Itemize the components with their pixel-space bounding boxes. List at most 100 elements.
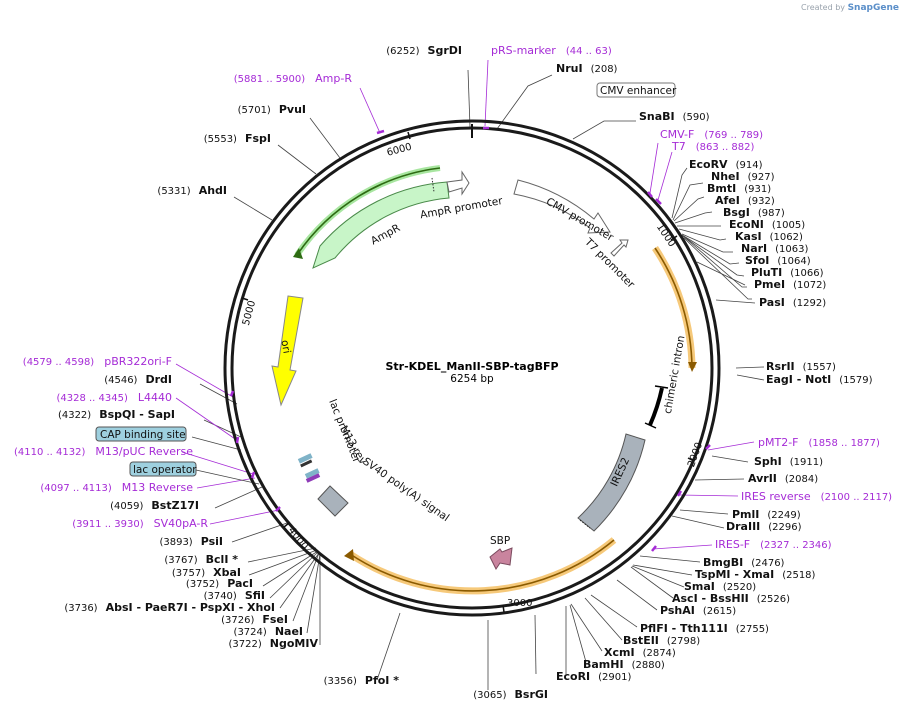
site-nhei: NheI(927)	[711, 170, 775, 183]
site-absi-paer7i-pspxi-xhoi: (3736)AbsI - PaeR7I - PspXI - XhoI	[64, 601, 275, 614]
site-pasi: PasI(1292)	[759, 296, 826, 309]
plasmid-name: Str-KDEL_ManII-SBP-tagBFP	[385, 360, 558, 373]
primer-m13-reverse: (4097 .. 4113)M13 Reverse	[40, 481, 193, 494]
site-bspqi-sapi: (4322)BspQI - SapI	[58, 408, 175, 421]
site-sfii: (3740)SfiI	[204, 589, 265, 602]
site-pshai: PshAI(2615)	[660, 604, 736, 617]
ampr-feature-arrow	[312, 181, 450, 269]
site-ngomiv: (3722)NgoMIV	[229, 637, 319, 650]
site-bmgbi: BmgBI(2476)	[703, 556, 785, 569]
site-pluti: PluTI(1066)	[751, 266, 824, 279]
primer-m13-puc-reverse: (4110 .. 4132)M13/pUC Reverse	[14, 445, 193, 458]
tick-6000: 6000	[386, 142, 413, 159]
site-bsrgi: (3065)BsrGI	[473, 688, 548, 701]
ori-feature-arrow	[271, 295, 304, 407]
backbone-outer-strand	[223, 119, 721, 617]
cap-binding-site-box	[95, 426, 187, 442]
site-smai: SmaI(2520)	[684, 580, 756, 593]
site-asci-bsshii: AscI - BssHII(2526)	[672, 592, 790, 605]
site-bcli: (3767)BclI *	[164, 553, 238, 566]
sv40-polya-feature	[317, 485, 349, 517]
sv40-polya-label: SV40 poly(A) signal	[360, 455, 451, 524]
cap-binding-site-feature	[297, 453, 313, 464]
restriction-site-labels: NruI(208) SnaBI(590) EcoRV(914)NheI(927) Bm…	[58, 44, 873, 701]
primer-ires-f: IRES-F(2327 .. 2346)	[715, 538, 832, 551]
site-pvui: (5701)PvuI	[238, 103, 306, 116]
site-psii: (3893)PsiI	[159, 535, 223, 548]
ampr-start-dashes	[431, 177, 435, 193]
site-pflfi-tth111i: PflFI - Tth111I(2755)	[640, 622, 769, 635]
site-bsgi: BsgI(987)	[723, 206, 785, 219]
credit-prefix: Created by	[801, 3, 846, 12]
site-drdi: (4546)DrdI	[104, 373, 172, 386]
lac-operator-label: lac operator	[133, 464, 197, 476]
site-ecorv: EcoRV(914)	[689, 158, 763, 171]
site-econi: EcoNI(1005)	[729, 218, 805, 231]
tick-3000: 3000	[507, 598, 532, 609]
sbp-feature-arrow	[489, 547, 513, 570]
site-pmei: PmeI(1072)	[754, 278, 826, 291]
site-fsei: (3726)FseI	[221, 613, 288, 626]
plasmid-length: 6254 bp	[450, 373, 494, 385]
cmv-enhancer-label: CMV enhancer	[600, 85, 677, 97]
lac-operator-feature	[304, 468, 320, 479]
snapgene-logo: SnapGene	[847, 3, 899, 13]
site-pmli: PmlI(2249)	[732, 508, 801, 521]
primer-markers	[229, 126, 711, 552]
label-connectors	[175, 59, 765, 690]
site-pfoi: (3356)PfoI *	[324, 674, 400, 687]
site-bamhi: BamHI(2880)	[583, 658, 665, 671]
ori-label: ori	[278, 339, 292, 355]
site-bsteii: BstEII(2798)	[623, 634, 700, 647]
cmv-enhancer-box	[596, 82, 676, 98]
site-kasi: KasI(1062)	[735, 230, 803, 243]
site-naei: (3724)NaeI	[234, 625, 303, 638]
orf-arc-2	[349, 539, 615, 592]
orf-arc-1-head	[688, 362, 697, 372]
primer-labels: pRS-marker(44 .. 63)(5881 .. 5900)Amp-RC…	[14, 44, 892, 551]
tick-4000: 4000	[286, 525, 310, 552]
ires2-dashes	[579, 519, 591, 529]
amp-orf-arc	[296, 167, 441, 256]
t7-promoter-label: T7 promoter	[582, 235, 638, 291]
site-sgrdi: (6252)SgrDI	[386, 44, 462, 57]
site-afei: AfeI(932)	[715, 194, 775, 207]
site-rsrii: RsrII(1557)	[766, 360, 836, 373]
orf-arc-1	[654, 247, 693, 369]
primer-sv40pa-r: (3911 .. 3930)SV40pA-R	[72, 517, 208, 530]
orf-arc-2-head	[344, 549, 354, 561]
primer-pmt2-f: pMT2-F(1858 .. 1877)	[758, 436, 880, 449]
site-eagi-noti: EagI - NotI(1579)	[766, 373, 873, 386]
ampr-label: AmpR	[369, 222, 402, 247]
ampr-promoter-arrow	[446, 170, 470, 196]
site-nari: NarI(1063)	[741, 242, 809, 255]
site-ecori: EcoRI(2901)	[556, 670, 632, 683]
boxed-feature-labels: CMV enhancer CAP binding site lac operat…	[95, 82, 677, 477]
site-nrui: NruI(208)	[556, 62, 618, 75]
site-xcmi: XcmI(2874)	[604, 646, 676, 659]
cmv-promoter-arrow	[513, 179, 611, 234]
site-bstz17i: (4059)BstZ17I	[110, 499, 199, 512]
chimeric-intron-label: chimeric intron	[662, 335, 688, 415]
primer-t7: T7(863 .. 882)	[671, 140, 755, 153]
site-ahdi: (5331)AhdI	[157, 184, 227, 197]
snapgene-credit: Created by SnapGene	[801, 3, 899, 13]
primer-ires-reverse: IRES reverse(2100 .. 2117)	[741, 490, 892, 503]
primer-amp-r: (5881 .. 5900)Amp-R	[234, 72, 353, 85]
t7-promoter-arrow	[610, 239, 629, 257]
primer-pbr322ori-f: (4579 .. 4598)pBR322ori-F	[23, 355, 172, 368]
tick-5000: 5000	[241, 299, 258, 326]
primer-cmv-f: CMV-F(769 .. 789)	[660, 128, 763, 141]
cap-binding-site-label: CAP binding site	[100, 429, 186, 441]
amp-orf-head	[293, 248, 303, 259]
cmv-promoter-label: CMV promoter	[544, 196, 616, 245]
chimeric-intron-bar	[648, 387, 664, 426]
site-sphi: SphI(1911)	[754, 455, 823, 468]
lac-operator-box	[129, 461, 197, 477]
site-draiii: DraIII(2296)	[726, 520, 802, 533]
site-snabi: SnaBI(590)	[639, 110, 710, 123]
primer-l4440: (4328 .. 4345)L4440	[56, 391, 172, 404]
site-tspmi-xmai: TspMI - XmaI(2518)	[695, 568, 816, 581]
site-fspi: (5553)FspI	[204, 132, 271, 145]
